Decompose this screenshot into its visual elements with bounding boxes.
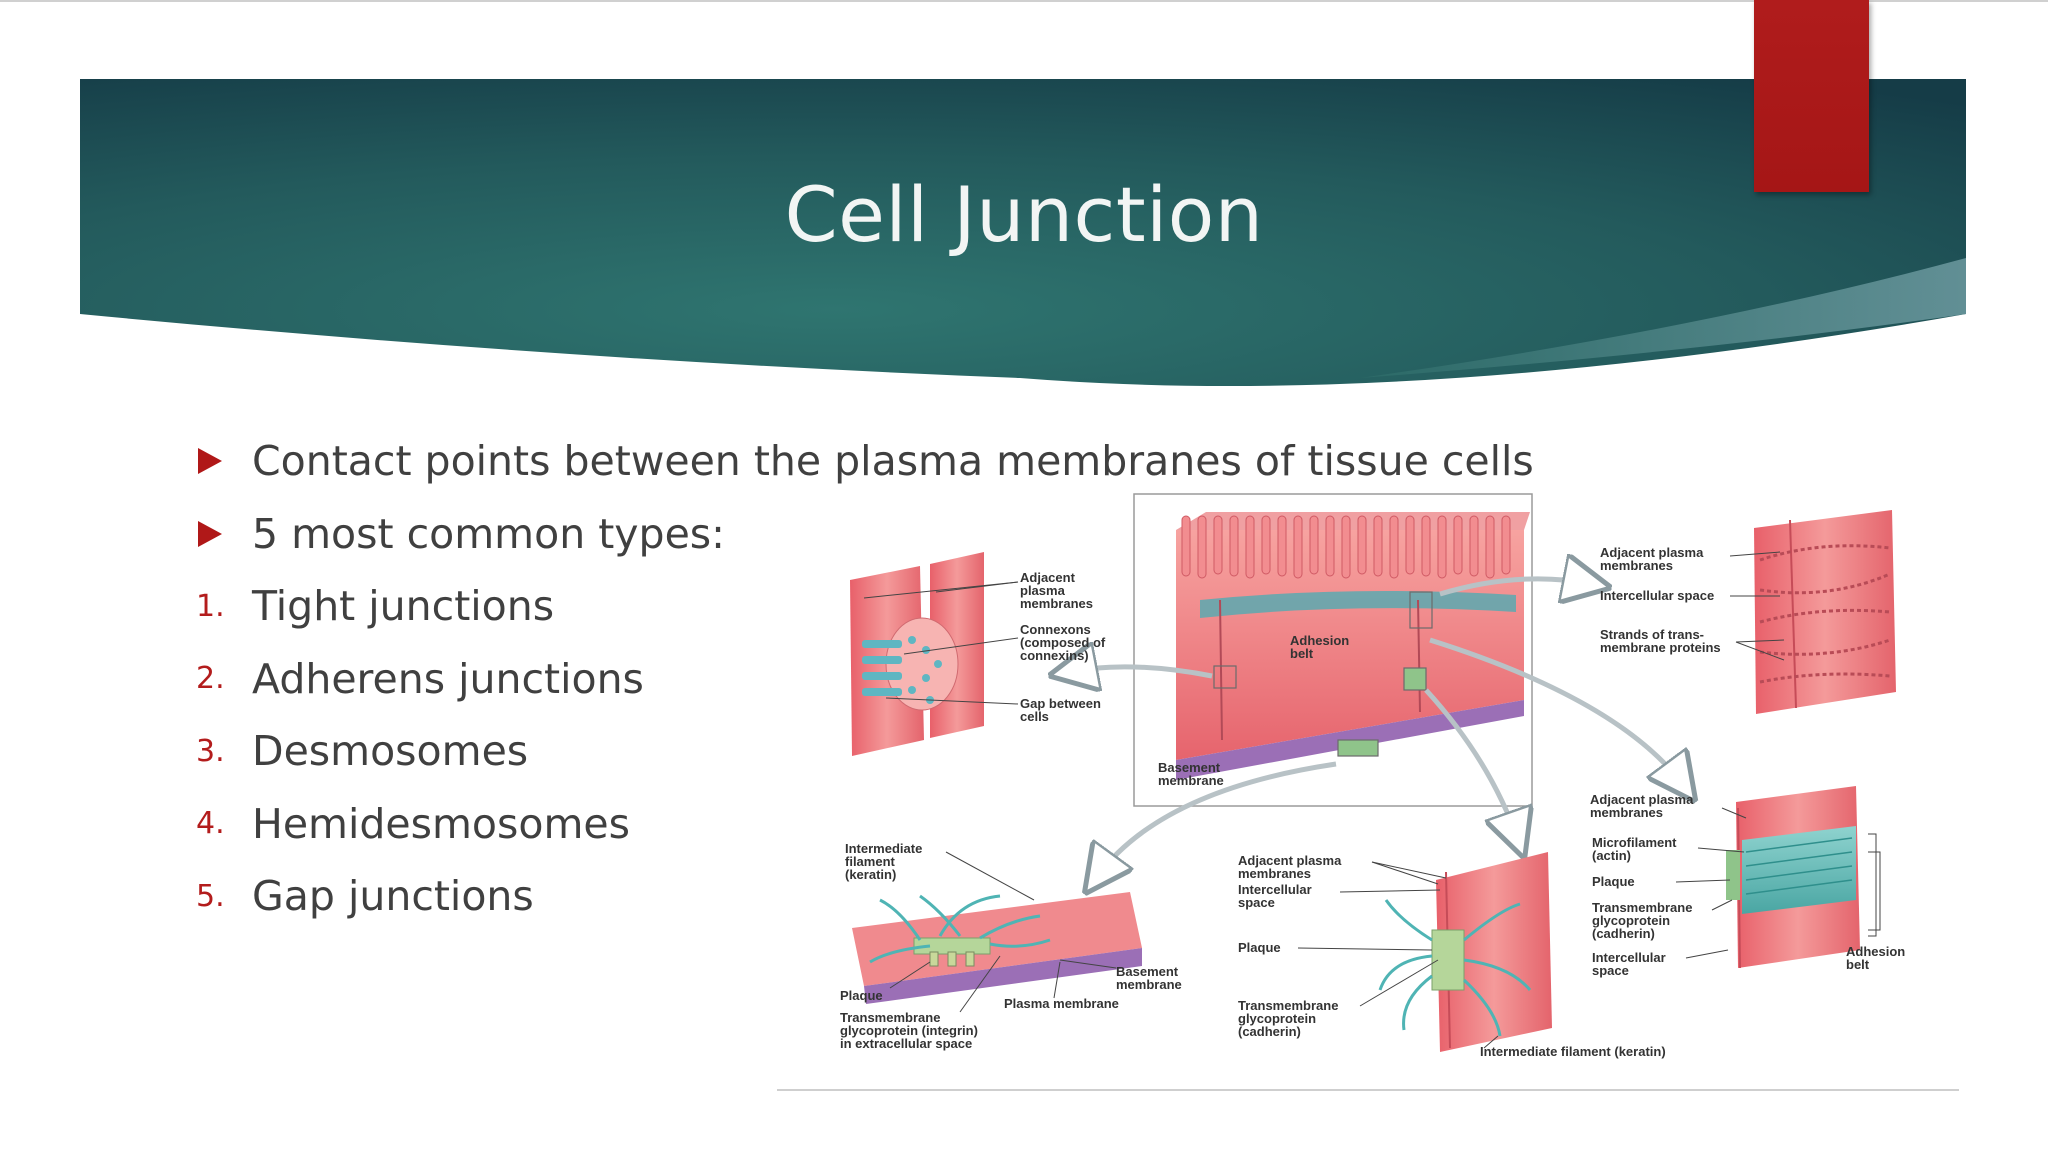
label-basement-membrane: Basement: [1158, 760, 1221, 775]
bullet-text: Contact points between the plasma membra…: [252, 437, 1534, 486]
red-tab-decoration: [1754, 0, 1869, 192]
numbered-text: Tight junctions: [252, 582, 555, 631]
label-transmembrane-glycoprotein: Transmembrane: [1238, 998, 1338, 1013]
label-adjacent-membranes: Adjacent plasma: [1238, 853, 1342, 868]
label-adhesion-belt: belt: [1846, 957, 1870, 972]
numbered-text: Desmosomes: [252, 727, 529, 776]
numbered-text: Gap junctions: [252, 872, 534, 921]
label-strands: Strands of trans-: [1600, 627, 1704, 642]
label-adjacent-membranes: Adjacent plasma: [1590, 792, 1694, 807]
numbered-item: 3. Desmosomes: [196, 715, 1496, 788]
label-adhesion-belt: Adhesion: [1290, 633, 1349, 648]
label-transmembrane-glycoprotein: glycoprotein (integrin): [840, 1023, 978, 1038]
label-transmembrane-glycoprotein: glycoprotein: [1238, 1011, 1316, 1026]
slide-title: Cell Junction: [784, 170, 1264, 259]
label-basement-membrane: membrane: [1158, 773, 1224, 788]
label-basement-membrane: membrane: [1116, 977, 1182, 992]
numbered-item: 1. Tight junctions: [196, 570, 1496, 643]
label-microfilament: Microfilament: [1592, 835, 1677, 850]
label-plaque: Plaque: [1238, 940, 1281, 955]
list-number: 3.: [196, 733, 225, 769]
adherens-junction-illustration: [1726, 786, 1860, 969]
label-plaque: Plaque: [840, 988, 883, 1003]
label-intermediate-filament: Intermediate: [845, 841, 922, 856]
label-gap-between-cells: Gap between: [1020, 696, 1101, 711]
label-connexons: Connexons: [1020, 622, 1091, 637]
numbered-item: 5. Gap junctions: [196, 860, 1496, 933]
desmosome-illustration: [1378, 852, 1552, 1052]
label-adjacent-membranes: Adjacent: [1020, 570, 1076, 585]
list-number: 1.: [196, 588, 225, 624]
label-intercellular-space: space: [1238, 895, 1275, 910]
label-adjacent-membranes: membranes: [1590, 805, 1663, 820]
figure-baseline: [777, 1089, 1959, 1091]
label-transmembrane-glycoprotein: (cadherin): [1592, 926, 1655, 941]
label-intermediate-filament: filament: [845, 854, 896, 869]
label-adjacent-membranes: membranes: [1238, 866, 1311, 881]
label-adhesion-belt: Adhesion: [1846, 944, 1905, 959]
numbered-item: 4. Hemidesmosomes: [196, 788, 1496, 861]
label-intermediate-filament: (keratin): [845, 867, 896, 882]
label-transmembrane-glycoprotein: Transmembrane: [1592, 900, 1692, 915]
label-intercellular-space: space: [1592, 963, 1629, 978]
label-adjacent-membranes: Adjacent plasma: [1600, 545, 1704, 560]
bullet-item: 5 most common types:: [196, 498, 1496, 571]
label-transmembrane-glycoprotein: (cadherin): [1238, 1024, 1301, 1039]
label-intercellular-space: Intercellular space: [1600, 588, 1714, 603]
label-intermediate-filament: Intermediate filament (keratin): [1480, 1044, 1666, 1059]
label-basement-membrane: Basement: [1116, 964, 1179, 979]
tight-junction-illustration: [1754, 510, 1896, 714]
gap-junction-illustration: [850, 552, 984, 756]
numbered-text: Hemidesmosomes: [252, 799, 630, 848]
label-adjacent-membranes: plasma: [1020, 583, 1066, 598]
bullet-list: Contact points between the plasma membra…: [196, 425, 1534, 933]
numbered-text: Adherens junctions: [252, 654, 644, 703]
label-adjacent-membranes: membranes: [1600, 558, 1673, 573]
label-transmembrane-glycoprotein: in extracellular space: [840, 1036, 972, 1051]
label-plaque: Plaque: [1592, 874, 1635, 889]
triangle-bullet-icon: [196, 448, 252, 475]
label-strands: membrane proteins: [1600, 640, 1721, 655]
label-connexons: connexins): [1020, 648, 1089, 663]
label-intercellular-space: Intercellular: [1238, 882, 1312, 897]
label-gap-between-cells: cells: [1020, 709, 1049, 724]
list-number: 5.: [196, 878, 225, 914]
label-plasma-membrane: Plasma membrane: [1004, 996, 1119, 1011]
bullet-item: Contact points between the plasma membra…: [196, 425, 1534, 498]
title-banner: [80, 79, 1966, 386]
label-adhesion-belt: belt: [1290, 646, 1314, 661]
bullet-text: 5 most common types:: [252, 509, 725, 558]
label-transmembrane-glycoprotein: glycoprotein: [1592, 913, 1670, 928]
hemidesmosome-illustration: [852, 892, 1142, 1004]
triangle-bullet-icon: [196, 520, 252, 547]
list-number: 4.: [196, 806, 225, 842]
numbered-item: 2. Adherens junctions: [196, 643, 1496, 716]
label-microfilament: (actin): [1592, 848, 1631, 863]
label-intercellular-space: Intercellular: [1592, 950, 1666, 965]
top-border: [0, 0, 2048, 2]
list-number: 2.: [196, 661, 225, 697]
label-transmembrane-glycoprotein: Transmembrane: [840, 1010, 940, 1025]
label-adjacent-membranes: membranes: [1020, 596, 1093, 611]
label-connexons: (composed of: [1020, 635, 1106, 650]
